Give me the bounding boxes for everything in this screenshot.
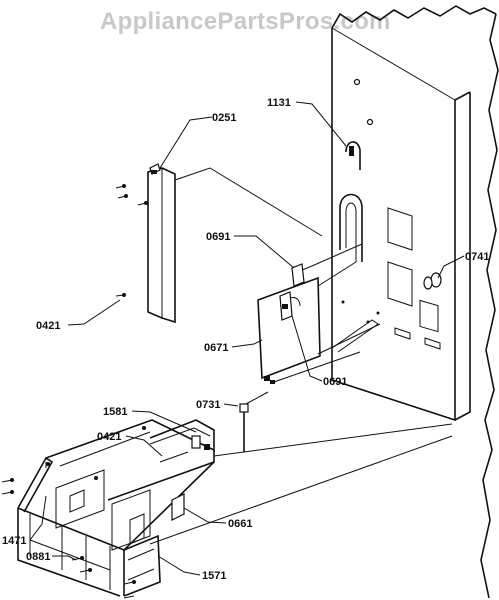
lower-bracket-assembly [1,419,453,599]
label-0421-upper: 0421 [36,320,60,332]
control-bracket-0671 [257,243,381,384]
label-0251: 0251 [212,112,236,124]
label-0741: 0741 [465,251,489,263]
label-0671: 0671 [204,342,228,354]
label-0731: 0731 [196,399,220,411]
label-0421-lower: 0421 [97,431,121,443]
label-1581: 1581 [103,406,127,418]
label-0691-upper: 0691 [206,231,230,243]
watermark: AppliancePartsPros.com [100,8,391,35]
label-1571: 1571 [202,570,226,582]
duct-cover-0251 [115,163,323,324]
part-0661 [171,493,185,521]
label-0661: 0661 [228,518,252,530]
cabinet-back-panel [331,5,499,599]
label-1471: 1471 [2,535,26,547]
label-0881: 0881 [26,551,50,563]
label-0691-lower: 0691 [323,376,347,388]
leader-lines [29,101,465,576]
label-1131: 1131 [267,97,291,109]
sensor-wire-0731 [239,391,269,452]
